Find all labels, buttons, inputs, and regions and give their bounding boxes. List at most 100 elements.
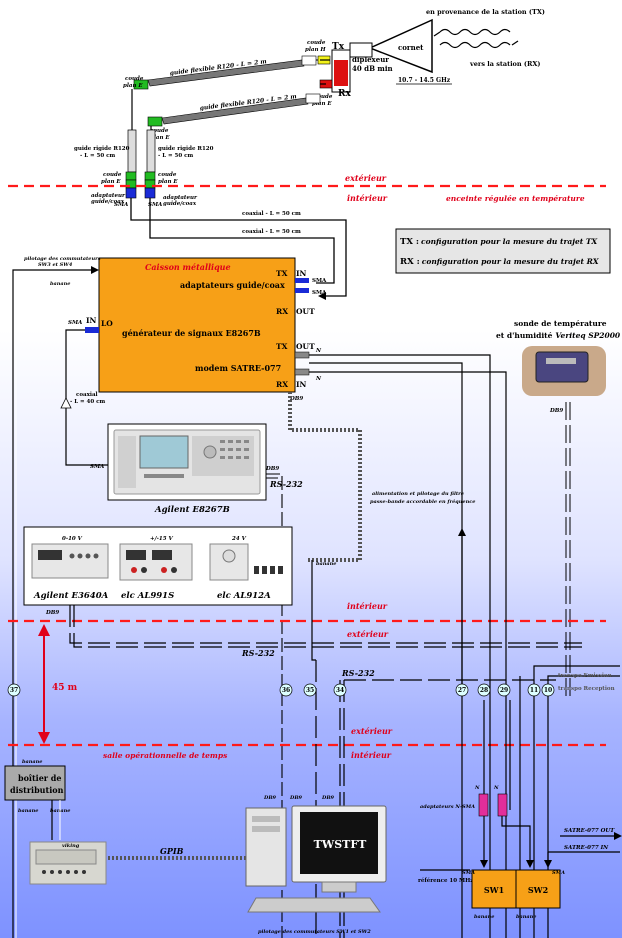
zone-exterieur-1: extérieur bbox=[345, 173, 387, 183]
rx-label: Rx bbox=[338, 89, 351, 99]
coax-bottom-label: coaxial - L = 50 cm bbox=[242, 229, 301, 235]
psu-l2: elc AL991S bbox=[121, 591, 174, 601]
from-station-label: en provenance de la station (TX) bbox=[426, 8, 545, 16]
alim-line1: alimentation et pilotage du filtre bbox=[372, 491, 464, 497]
agilent-e8267b-label: Agilent E8267B bbox=[154, 505, 230, 515]
cable-10: 10 bbox=[544, 687, 552, 694]
boitier-distribution bbox=[4, 765, 66, 801]
banane-1: banane bbox=[22, 759, 42, 765]
coude-e-left1b: plan E bbox=[123, 83, 143, 89]
sma-tag-1: SMA bbox=[312, 278, 327, 284]
rigid-right-label-2: - L = 50 cm bbox=[158, 153, 193, 159]
computer bbox=[245, 805, 387, 913]
zone-salle: salle opérationnelle de temps bbox=[103, 751, 228, 760]
rs232-b: RS-232 bbox=[341, 668, 375, 678]
cornet-label: cornet bbox=[398, 43, 424, 52]
coude-low-left: coude bbox=[103, 172, 122, 178]
banane-sw1: banane bbox=[474, 914, 494, 920]
transpo-emission: transpo Emission bbox=[558, 673, 612, 679]
cable-36: 36 bbox=[282, 687, 290, 694]
satre-out: SATRE-077 OUT bbox=[564, 828, 615, 834]
caisson-title: Caisson métallique bbox=[145, 262, 231, 272]
psu-l1: Agilent E3640A bbox=[33, 591, 109, 601]
legend-tx-key: TX : bbox=[400, 237, 419, 247]
to-station-label: vers la station (RX) bbox=[469, 60, 540, 68]
switch-sw1 bbox=[471, 869, 517, 909]
coude-e-left1: coude bbox=[125, 76, 144, 82]
satre-in: SATRE-077 IN bbox=[564, 845, 609, 851]
coude-h-label: coude bbox=[307, 40, 326, 46]
coude-e-left2b: plan E bbox=[150, 135, 170, 141]
cable-11: 11 bbox=[530, 687, 538, 694]
port-in-low: IN bbox=[296, 380, 307, 389]
tx-label: Tx bbox=[332, 42, 345, 52]
port-lo: LO bbox=[101, 319, 113, 328]
pilotage-sw12: pilotage des commutateurs SW1 et SW2 bbox=[258, 929, 371, 935]
zone-exterieur-3: extérieur bbox=[351, 726, 393, 736]
zone-enceinte: enceinte régulée en température bbox=[446, 194, 585, 203]
long-cables bbox=[69, 354, 620, 938]
coax-lo-sma: SMA bbox=[90, 464, 104, 470]
cable-34: 34 bbox=[336, 687, 344, 694]
diplexer-label: diplexeur bbox=[352, 55, 389, 64]
rigid-right-label: guide rigide R120 bbox=[158, 146, 214, 152]
coude-h-label-2: plan H bbox=[305, 47, 326, 53]
zone-exterieur-2: extérieur bbox=[347, 629, 389, 639]
sma-tag-lo: SMA bbox=[68, 320, 82, 326]
sonde-line1: sonde de température bbox=[514, 319, 607, 328]
legend-rx-key: RX : bbox=[400, 257, 420, 267]
adapt-nsma: adaptateurs N-SMA bbox=[420, 804, 475, 810]
coax-lo-marker bbox=[60, 397, 72, 409]
cable-28: 28 bbox=[480, 687, 488, 694]
cable-37: 37 bbox=[10, 687, 18, 694]
psu-v3: 24 V bbox=[231, 536, 247, 542]
legend-tx-text: configuration pour la mesure du trajet T… bbox=[421, 237, 598, 246]
rigid-left-label: guide rigide R120 bbox=[74, 146, 130, 152]
psu-box bbox=[23, 526, 293, 606]
legend-rx-text: configuration pour la mesure du trajet R… bbox=[422, 257, 600, 266]
pilotage-sw34-line1: pilotage des commutateurs bbox=[24, 256, 101, 262]
twstft-label: TWSTFT bbox=[314, 838, 367, 851]
adapter-sma-right: SMA bbox=[148, 202, 162, 208]
rs232-a: RS-232 bbox=[241, 648, 275, 658]
coax-cables-top bbox=[130, 198, 347, 300]
coax-top-label: coaxial - L = 50 cm bbox=[242, 211, 301, 217]
diplexer bbox=[317, 49, 351, 93]
sma-b: SMA bbox=[552, 870, 565, 876]
horn-antenna: cornet bbox=[349, 18, 433, 74]
port-tx-top: TX bbox=[276, 269, 288, 278]
adapter-right-2: guide/coax bbox=[163, 201, 197, 207]
diplexer-iso-label: 40 dB min bbox=[352, 64, 393, 73]
gpib-label: GPIB bbox=[160, 846, 184, 856]
psu-v1: 0-10 V bbox=[62, 536, 83, 542]
distance-arrow bbox=[38, 624, 50, 744]
db9-caisson: DB9 bbox=[289, 396, 303, 402]
n-tag-1: N bbox=[315, 348, 322, 354]
svg-text:TX :configuration pour la mesu: TX :configuration pour la mesure du traj… bbox=[400, 237, 598, 247]
n-a: N bbox=[474, 785, 480, 791]
coude-e-right-label: coude bbox=[314, 94, 333, 100]
port-out-low: OUT bbox=[296, 342, 315, 351]
port-in-top: IN bbox=[296, 269, 307, 278]
flexible-guide-top bbox=[133, 55, 318, 90]
rigid-guides bbox=[125, 89, 156, 199]
coax-lo-line1: coaxial bbox=[76, 392, 98, 398]
zone-interieur-2: intérieur bbox=[347, 601, 388, 611]
boitier-line2: distribution bbox=[10, 785, 64, 795]
sonde-device bbox=[522, 346, 606, 396]
flexible-guide-bottom bbox=[147, 93, 321, 127]
sw1-label: SW1 bbox=[484, 885, 504, 895]
agilent-rs232: RS-232 bbox=[269, 479, 303, 489]
banane-sw2: banane bbox=[516, 914, 536, 920]
coax-lo-line2: - L = 40 cm bbox=[70, 399, 105, 405]
port-rx-mid: RX bbox=[276, 307, 288, 316]
coude-e-right-label-2: plan E bbox=[312, 101, 332, 107]
cable-27: 27 bbox=[458, 687, 466, 694]
reference-10mhz: référence 10 MHz bbox=[418, 877, 473, 884]
port-out-mid: OUT bbox=[296, 307, 315, 316]
cable-35: 35 bbox=[306, 687, 314, 694]
distance-45m: 45 m bbox=[52, 683, 78, 693]
